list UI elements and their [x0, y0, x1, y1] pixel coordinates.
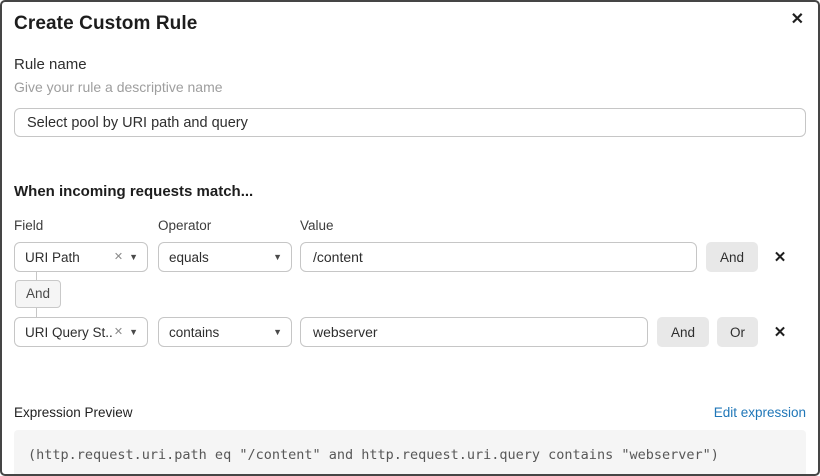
operator-select-value: equals	[169, 249, 209, 265]
match-section-heading: When incoming requests match...	[14, 183, 254, 200]
operator-select[interactable]: equals ▼	[158, 242, 292, 272]
chevron-down-icon: ▼	[273, 326, 282, 337]
clear-selection-icon[interactable]: ✕	[113, 250, 124, 263]
expression-code-text: (http.request.uri.path eq "/content" and…	[28, 447, 719, 463]
rule-name-input[interactable]	[14, 108, 806, 137]
expression-preview-label: Expression Preview	[14, 405, 133, 420]
and-connector-chip: And	[15, 280, 62, 308]
field-select-icons: ✕ ▼	[113, 325, 138, 338]
and-connector: And	[14, 272, 806, 317]
add-and-condition-button[interactable]: And	[705, 242, 758, 272]
value-column-label: Value	[300, 218, 334, 233]
field-select[interactable]: URI Query St... ✕ ▼	[14, 317, 148, 347]
value-input[interactable]	[300, 317, 648, 347]
connector-line	[36, 308, 37, 317]
edit-expression-link[interactable]: Edit expression	[713, 405, 806, 420]
remove-condition-icon[interactable]: ✕	[773, 323, 787, 341]
rule-name-label: Rule name	[14, 56, 87, 73]
add-and-condition-button[interactable]: And	[656, 317, 709, 347]
rule-name-helper: Give your rule a descriptive name	[14, 79, 223, 95]
chevron-down-icon: ▼	[273, 251, 282, 262]
remove-condition-icon[interactable]: ✕	[773, 248, 787, 266]
operator-select[interactable]: contains ▼	[158, 317, 292, 347]
field-select-value: URI Path	[25, 249, 80, 265]
field-column-label: Field	[14, 218, 44, 233]
operator-column-label: Operator	[158, 218, 212, 233]
condition-row-2: URI Query St... ✕ ▼ contains ▼ And Or ✕	[14, 317, 806, 347]
connector-line	[36, 272, 37, 280]
chevron-down-icon: ▼	[129, 251, 138, 262]
field-select[interactable]: URI Path ✕ ▼	[14, 242, 148, 272]
close-icon[interactable]: ✕	[787, 8, 808, 32]
operator-select-value: contains	[169, 324, 220, 340]
field-select-value: URI Query St...	[25, 324, 114, 340]
expression-preview-header: Expression Preview Edit expression	[14, 405, 806, 420]
condition-column-labels: Field Operator Value	[14, 218, 806, 233]
field-select-icons: ✕ ▼	[113, 250, 138, 263]
dialog-title: Create Custom Rule	[14, 13, 198, 34]
value-input[interactable]	[300, 242, 697, 272]
expression-preview-code: (http.request.uri.path eq "/content" and…	[14, 430, 806, 474]
condition-row-1: URI Path ✕ ▼ equals ▼ And ✕	[14, 242, 806, 272]
add-or-condition-button[interactable]: Or	[717, 317, 758, 347]
chevron-down-icon: ▼	[129, 326, 138, 337]
clear-selection-icon[interactable]: ✕	[113, 325, 124, 338]
